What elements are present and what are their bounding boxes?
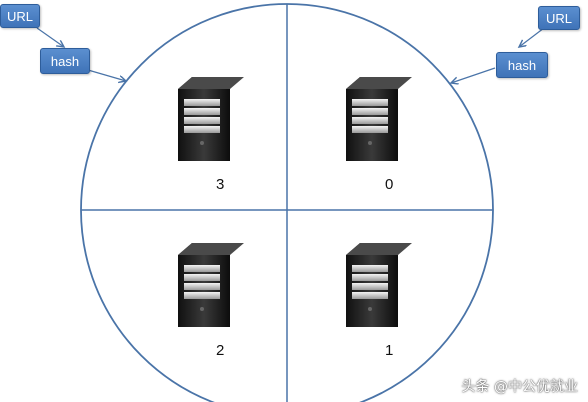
- left-url-box: URL: [0, 4, 40, 28]
- server-3-label: 3: [216, 176, 225, 193]
- left-url-to-hash-arrow-icon: [36, 27, 64, 47]
- left-hash-box: hash: [40, 48, 90, 74]
- server-2-icon: [178, 243, 244, 327]
- server-0-icon: [346, 77, 412, 161]
- left-hash-to-ring-arrow-icon: [87, 69, 126, 81]
- server-2-label: 2: [216, 342, 225, 359]
- server-1-icon: [346, 243, 412, 327]
- right-url-to-hash-arrow-icon: [519, 27, 545, 47]
- right-hash-box: hash: [496, 52, 548, 78]
- right-hash-to-ring-arrow-icon: [451, 67, 496, 83]
- right-url-box: URL: [538, 6, 580, 30]
- watermark: 头条 @中公优就业: [461, 379, 578, 395]
- server-0-label: 0: [385, 176, 394, 193]
- server-3-icon: [178, 77, 244, 161]
- server-1-label: 1: [385, 342, 394, 359]
